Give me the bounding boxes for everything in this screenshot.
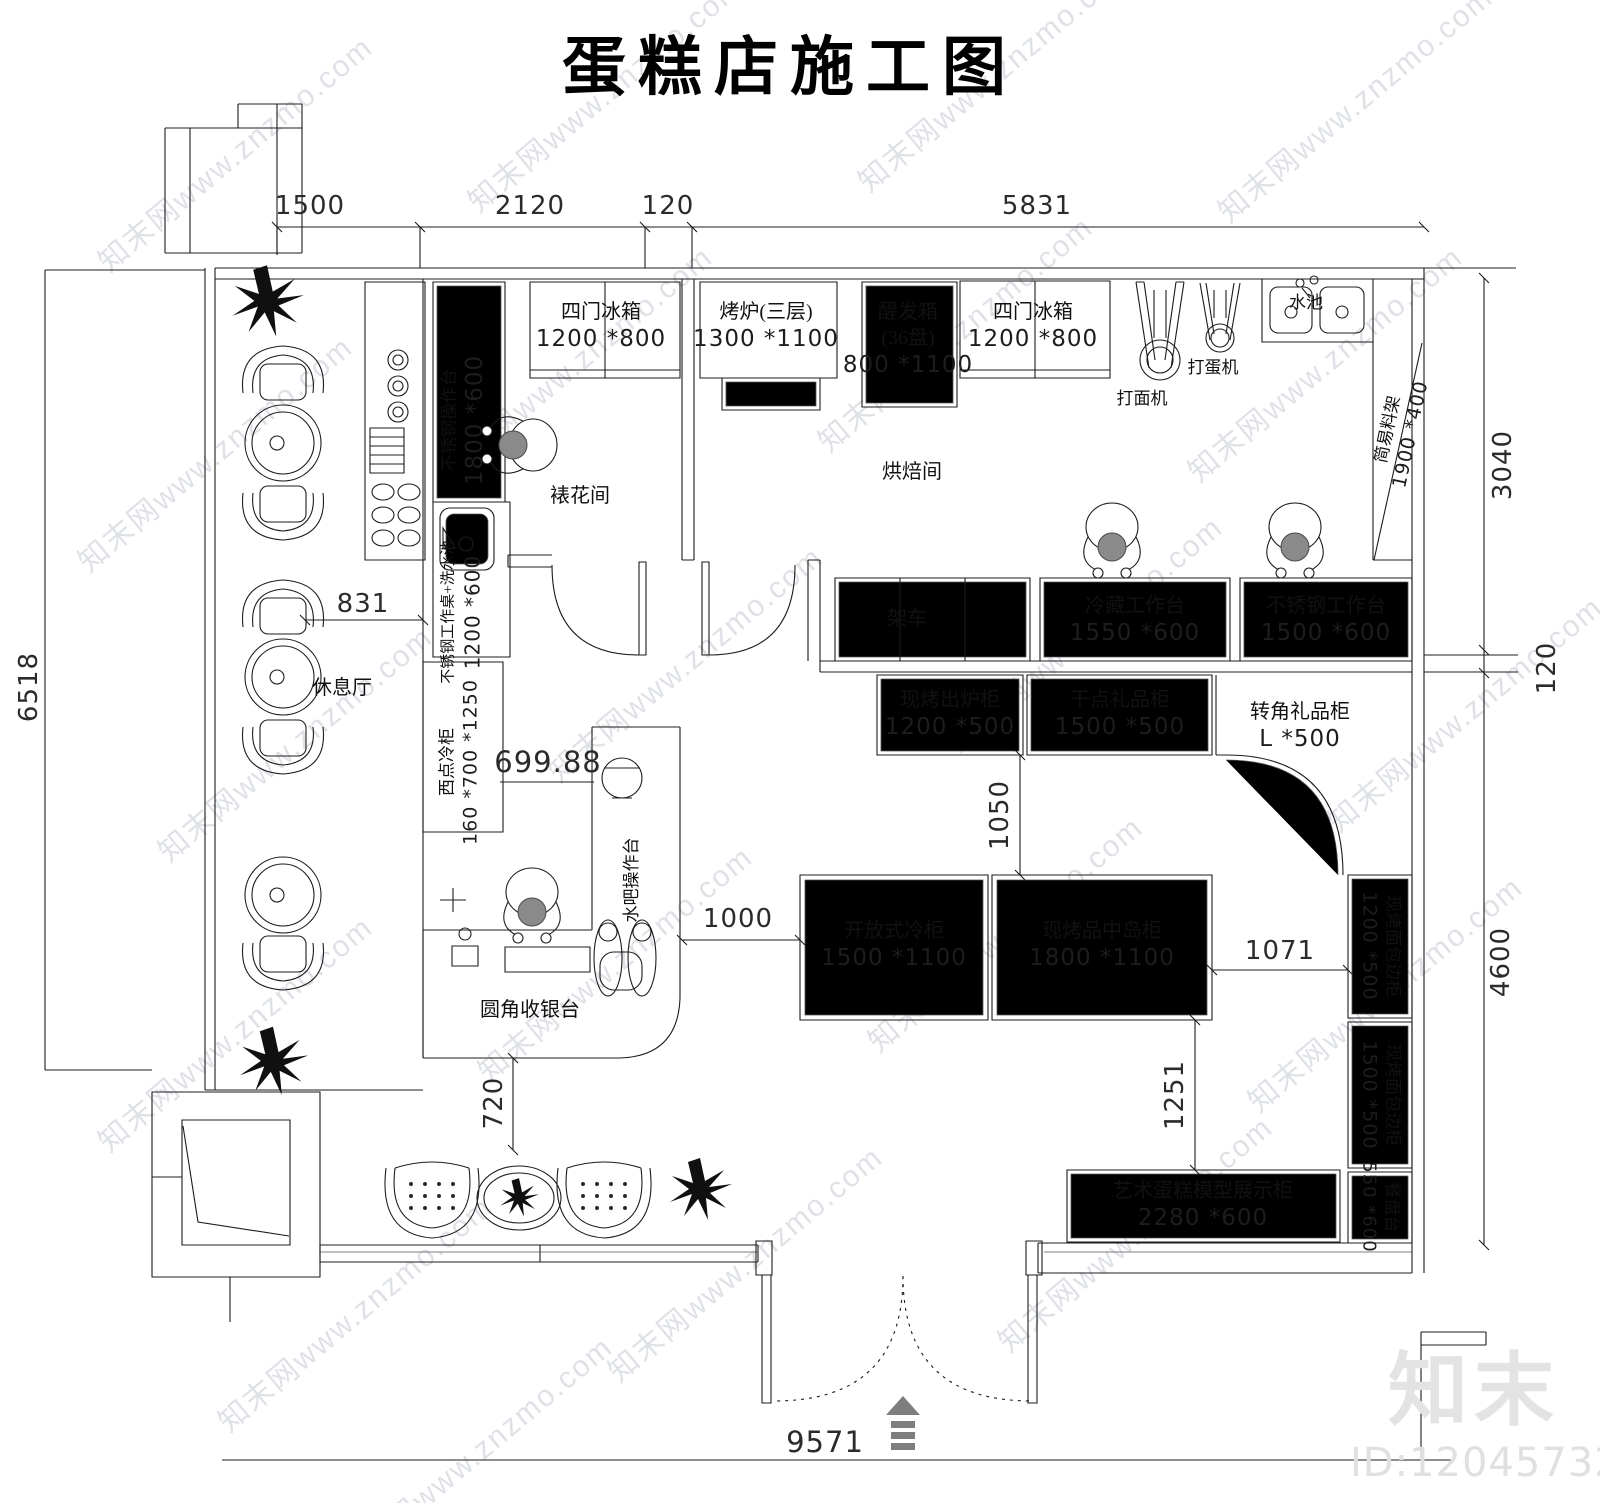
label-water-bar: 水吧操作台 bbox=[621, 837, 641, 923]
dim-top-5831: 5831 bbox=[1001, 191, 1073, 222]
storefront-doors bbox=[756, 1241, 1042, 1450]
stair-structure bbox=[152, 1092, 320, 1322]
island-cab-box bbox=[992, 875, 1212, 1020]
cashier-counter bbox=[423, 888, 680, 1058]
room-label-lounge: 休息厅 bbox=[312, 677, 372, 699]
bread-cab2-box bbox=[1348, 1022, 1412, 1168]
room-label-baking: 烘焙间 bbox=[882, 461, 942, 483]
oven-box bbox=[700, 282, 837, 410]
dim-right-120: 120 bbox=[1532, 641, 1563, 695]
dim-1071: 1071 bbox=[1244, 936, 1316, 967]
corner-gift-cab-shape bbox=[1216, 675, 1343, 875]
cold-worktable-box bbox=[1040, 578, 1230, 661]
fresh-oven-cab-box bbox=[877, 675, 1023, 755]
dim-1000: 1000 bbox=[702, 904, 774, 935]
label-sink-basin: 水池 bbox=[1289, 292, 1323, 312]
dim-right-3040: 3040 bbox=[1488, 429, 1519, 501]
dim-1050: 1050 bbox=[985, 779, 1016, 851]
dim-level-699: 699.88 bbox=[494, 745, 602, 780]
ss-worktable-box bbox=[1240, 578, 1412, 661]
dim-720: 720 bbox=[479, 1076, 510, 1130]
entrance-arrow-icon bbox=[886, 1396, 920, 1450]
dim-left-6518: 6518 bbox=[14, 651, 45, 723]
dim-top-120: 120 bbox=[641, 191, 695, 222]
open-cold-cab-box bbox=[800, 875, 988, 1020]
simple-rack-shape bbox=[1373, 342, 1422, 560]
double-sink-unit bbox=[1262, 276, 1373, 342]
dimension-lines bbox=[272, 222, 1489, 1458]
bread-cab1-box bbox=[1348, 875, 1412, 1018]
egg-beater-icon bbox=[1200, 283, 1240, 352]
site-logo: 知末 bbox=[1388, 1348, 1560, 1436]
person-baking-2 bbox=[1266, 502, 1324, 579]
fridge1-box bbox=[530, 282, 680, 378]
person-baking-1 bbox=[1083, 502, 1141, 579]
plate-table-box bbox=[1348, 1172, 1412, 1243]
proofer-box bbox=[862, 282, 957, 407]
dough-mixer-icon bbox=[1136, 282, 1184, 380]
person-cashier bbox=[503, 867, 561, 944]
interior-doors bbox=[552, 562, 795, 655]
dry-gift-cab-box bbox=[1027, 675, 1212, 755]
label-rack-cart: 架车 bbox=[887, 608, 927, 630]
lounge-coffee-counter bbox=[365, 282, 425, 560]
ss-table-sink-cabinet bbox=[433, 502, 510, 657]
dim-right-4600: 4600 bbox=[1486, 926, 1517, 998]
sofa-seating bbox=[384, 1161, 652, 1239]
label-cashier: 圆角收银台 bbox=[480, 999, 580, 1021]
dim-lounge-831: 831 bbox=[336, 589, 390, 620]
lounge-furniture bbox=[241, 345, 325, 991]
image-id: ID:1204573249 bbox=[1350, 1440, 1600, 1486]
pastry-cold-cab-box bbox=[423, 662, 503, 832]
drawing-title: 蛋糕店施工图 bbox=[562, 32, 1018, 103]
cake-display-box bbox=[1067, 1170, 1340, 1242]
label-proofer: 醒发箱(36盘)800 *1100 bbox=[842, 301, 974, 379]
dim-1251: 1251 bbox=[1160, 1059, 1191, 1131]
label-dough-mixer: 打面机 bbox=[1116, 388, 1168, 408]
label-egg-beater: 打蛋机 bbox=[1187, 357, 1239, 377]
label-oven: 烤炉(三层)1300 *1100 bbox=[693, 301, 839, 353]
water-bar-counter bbox=[592, 727, 680, 998]
dim-top-1500: 1500 bbox=[274, 191, 346, 222]
outer-walls bbox=[45, 268, 1518, 1460]
rack-cart-box bbox=[835, 578, 1030, 661]
fridge2-box bbox=[960, 281, 1110, 378]
dim-bottom-9571: 9571 bbox=[786, 1425, 864, 1460]
entry-vestibule bbox=[165, 104, 302, 253]
dim-top-2120: 2120 bbox=[494, 191, 566, 222]
room-label-decorating: 裱花间 bbox=[550, 485, 610, 507]
